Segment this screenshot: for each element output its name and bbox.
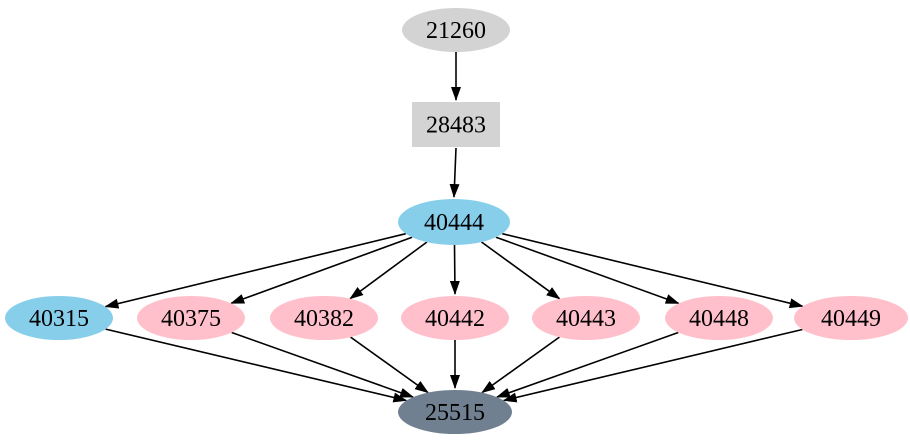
- edge-40444-40442: [449, 244, 460, 295]
- edge-40444-40448: [495, 236, 680, 305]
- edge-40444-40443: [481, 241, 561, 300]
- node-40315: 40315: [5, 296, 113, 340]
- node-25515: 25515: [398, 390, 512, 434]
- edge-40444-40315: [104, 232, 406, 309]
- node-40375-shape: [137, 296, 245, 340]
- node-40442: 40442: [401, 296, 509, 340]
- node-40444-shape: [398, 199, 510, 245]
- node-21260-shape: [402, 8, 510, 52]
- node-40382-label: 40382: [294, 306, 354, 332]
- edge-40443-25515: [481, 336, 560, 394]
- node-40382: 40382: [270, 296, 378, 340]
- node-40315-shape: [5, 296, 113, 340]
- node-40443-shape: [532, 296, 640, 340]
- node-40375-label: 40375: [161, 306, 221, 332]
- edge-28483-40444: [449, 147, 460, 198]
- edge-40382-25515: [350, 336, 429, 394]
- node-40442-label: 40442: [425, 306, 485, 332]
- edge-40444-40382: [349, 241, 428, 300]
- node-40449-label: 40449: [821, 306, 881, 332]
- node-40315-label: 40315: [29, 306, 89, 332]
- node-group: 21260 28483 40444 40315 40375 40382 4044…: [5, 8, 908, 434]
- edge-40449-25515: [502, 328, 803, 403]
- node-25515-shape: [398, 390, 512, 434]
- edge-40375-25515: [231, 331, 415, 398]
- node-40449-shape: [794, 296, 908, 340]
- node-28483-label: 28483: [426, 113, 486, 139]
- node-40442-shape: [401, 296, 509, 340]
- node-40444: 40444: [398, 199, 510, 245]
- node-25515-label: 25515: [425, 400, 485, 426]
- node-21260-label: 21260: [426, 18, 486, 44]
- node-40375: 40375: [137, 296, 245, 340]
- node-40382-shape: [270, 296, 378, 340]
- node-28483-shape: [412, 102, 500, 147]
- node-40449: 40449: [794, 296, 908, 340]
- edge-group: [104, 52, 804, 403]
- edge-40448-25515: [495, 331, 679, 398]
- node-21260: 21260: [402, 8, 510, 52]
- edge-40315-25515: [105, 328, 408, 403]
- node-40448-label: 40448: [689, 306, 749, 332]
- node-40443: 40443: [532, 296, 640, 340]
- edge-40444-40375: [230, 236, 413, 305]
- node-28483: 28483: [412, 102, 500, 147]
- node-40448: 40448: [665, 296, 773, 340]
- node-40444-label: 40444: [424, 210, 484, 236]
- node-40448-shape: [665, 296, 773, 340]
- node-40443-label: 40443: [556, 306, 616, 332]
- edge-40444-40449: [502, 232, 804, 309]
